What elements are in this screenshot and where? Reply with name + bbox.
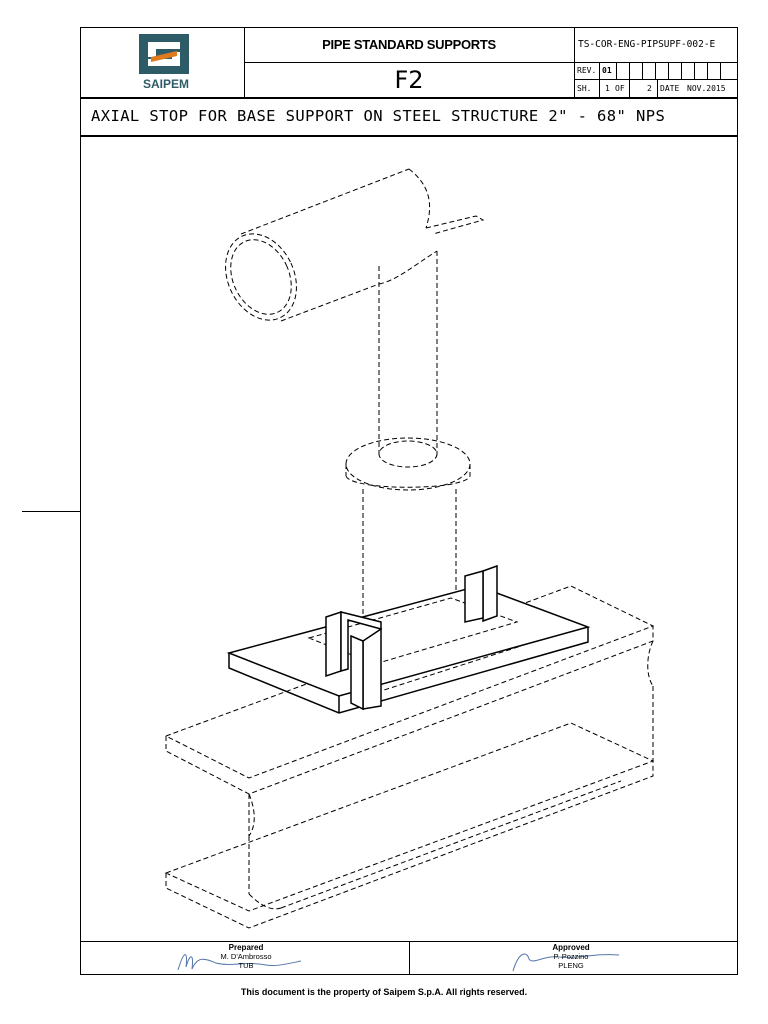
prepared-dept: TUB xyxy=(238,961,254,970)
drawing-sheet: SAIPEM PIPE STANDARD SUPPORTS F2 TS-COR-… xyxy=(80,27,738,975)
sheet-value: 1 xyxy=(605,84,610,93)
approved-block: Approved P. Pozzino PLENG xyxy=(409,943,737,974)
rev-label: REV. xyxy=(577,66,597,75)
prepared-block: Prepared M. D'Ambrosso TUB xyxy=(81,943,409,974)
doc-number: TS-COR-ENG-PIPSUPF-002-E xyxy=(578,39,716,50)
of-label: OF xyxy=(615,84,625,93)
date-label: DATE xyxy=(660,84,680,93)
of-value: 2 xyxy=(647,84,652,93)
doc-code: F2 xyxy=(394,66,424,94)
rev-value: 01 xyxy=(602,66,612,75)
logo-text: SAIPEM xyxy=(142,77,189,91)
saipem-logo-icon xyxy=(139,34,189,74)
prepared-signature xyxy=(177,954,302,971)
approved-label: Approved xyxy=(552,943,590,952)
margin-mark xyxy=(22,511,80,512)
doc-title: PIPE STANDARD SUPPORTS xyxy=(322,37,496,52)
sheet-label: SH. xyxy=(577,84,592,93)
prepared-label: Prepared xyxy=(228,943,264,952)
prepared-name: M. D'Ambrosso xyxy=(220,952,272,961)
date-value: NOV.2015 xyxy=(687,84,726,93)
approved-signature xyxy=(512,953,620,972)
logo: SAIPEM xyxy=(121,32,211,94)
copyright-notice: This document is the property of Saipem … xyxy=(240,987,528,997)
approved-dept: PLENG xyxy=(558,961,584,970)
isometric-drawing xyxy=(164,168,655,929)
drawing-subtitle: AXIAL STOP FOR BASE SUPPORT ON STEEL STR… xyxy=(91,107,666,125)
approved-name: P. Pozzino xyxy=(553,952,589,961)
